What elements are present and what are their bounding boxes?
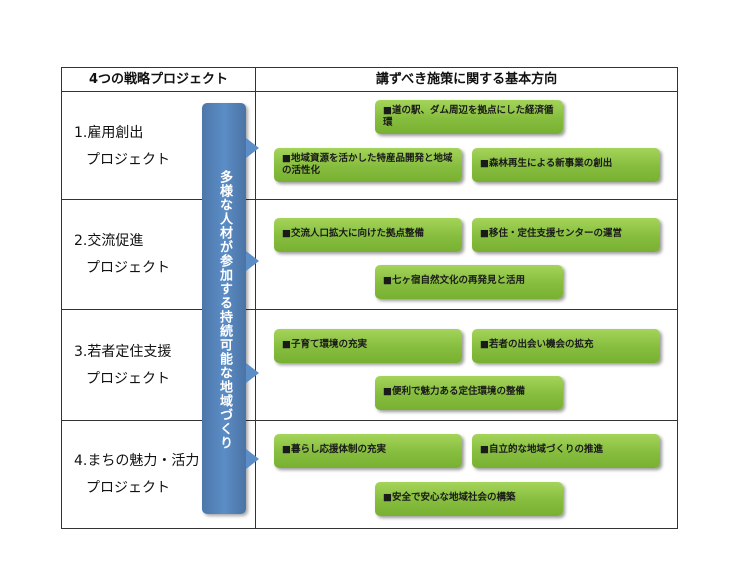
row-divider [62,309,677,310]
measure-box: ■地域資源を活かした特産品開発と地域の活性化 [274,148,462,182]
column-divider [255,68,256,528]
project-subtitle: プロジェクト [86,260,170,276]
measure-box: ■暮らし応援体制の充実 [274,434,462,468]
arrow-right-icon [246,251,259,271]
project-title: 3.若者定住支援 [74,344,172,360]
project-title: 2.交流促進 [74,233,144,249]
project-title: 4.まちの魅力・活力 [74,453,200,469]
header-measures: 講ずべき施策に関する基本方向 [375,72,558,87]
row-divider [62,199,677,200]
measure-box: ■子育て環境の充実 [274,329,462,363]
strategy-table: 4つの戦略プロジェクト 講ずべき施策に関する基本方向 1.雇用創出 プロジェクト… [61,67,678,529]
project-subtitle: プロジェクト [86,480,170,496]
header-divider [62,91,677,92]
project-subtitle: プロジェクト [86,371,170,387]
measure-box: ■交流人口拡大に向けた拠点整備 [274,218,462,252]
project-label-1: 1.雇用創出 プロジェクト [74,120,170,174]
measure-box: ■七ヶ宿自然文化の再発見と活用 [375,265,563,299]
row-divider [62,420,677,421]
measure-box: ■移住・定住支援センターの運営 [472,218,660,252]
measure-box: ■便利で魅力ある定住環境の整備 [375,376,563,410]
project-label-2: 2.交流促進 プロジェクト [74,228,170,282]
arrow-right-icon [246,363,259,383]
arrow-right-icon [246,138,259,158]
measure-box: ■道の駅、ダム周辺を拠点にした経済循環 [375,100,563,134]
measure-box: ■自立的な地域づくりの推進 [472,434,660,468]
measure-box: ■若者の出会い機会の拡充 [472,329,660,363]
measure-box: ■森林再生による新事業の創出 [472,148,660,182]
project-title: 1.雇用創出 [74,125,144,141]
vision-banner-text: 多様な人材が参加する持続可能な地域づくり [217,170,232,450]
measure-box: ■安全で安心な地域社会の構築 [375,482,563,516]
header-projects: 4つの戦略プロジェクト [88,72,229,87]
project-label-4: 4.まちの魅力・活力 プロジェクト [74,448,199,502]
project-label-3: 3.若者定住支援 プロジェクト [74,339,171,393]
vision-banner: 多様な人材が参加する持続可能な地域づくり [202,103,246,514]
arrow-right-icon [246,449,259,469]
project-subtitle: プロジェクト [86,152,170,168]
